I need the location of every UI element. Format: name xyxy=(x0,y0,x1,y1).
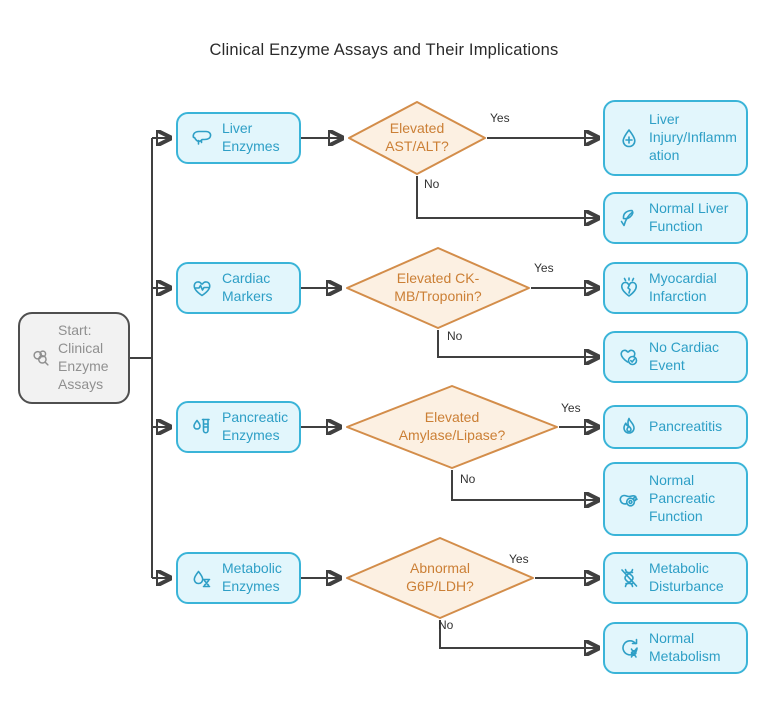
result-label: Myocardial Infarction xyxy=(649,270,717,304)
refresh-dna-icon xyxy=(617,636,641,660)
diamond-shape xyxy=(346,385,558,469)
edge-label-yes: Yes xyxy=(561,401,581,415)
flame-icon xyxy=(617,415,641,439)
heart-pulse-icon xyxy=(190,276,214,300)
node-myocardial-infarction: Myocardial Infarction xyxy=(603,262,748,314)
edge-cardiac-no xyxy=(437,330,598,357)
decision-pancreatic: Elevated Amylase/Lipase? xyxy=(345,384,559,470)
diamond-shape xyxy=(346,537,534,619)
decision-label: Elevated CK-MB/Troponin? xyxy=(394,270,482,304)
node-normal-metabolism: Normal Metabolism xyxy=(603,622,748,674)
leaf-check-icon xyxy=(617,206,641,230)
decision-label: Elevated Amylase/Lipase? xyxy=(398,409,506,443)
decision-label: Elevated AST/ALT? xyxy=(385,120,449,154)
node-start: Start: Clinical Enzyme Assays xyxy=(18,312,130,404)
node-metabolic-disturbance: Metabolic Disturbance xyxy=(603,552,748,604)
result-label: Normal Pancreatic Function xyxy=(649,472,716,524)
node-liver-enzymes: Liver Enzymes xyxy=(176,112,301,164)
edge-label-no: No xyxy=(424,177,440,191)
edge-label-no: No xyxy=(438,618,454,632)
result-label: Normal Liver Function xyxy=(649,200,729,234)
edge-label-no: No xyxy=(447,329,463,343)
heart-cracked-icon xyxy=(617,276,641,300)
page-title: Clinical Enzyme Assays and Their Implica… xyxy=(209,41,559,59)
heart-check-icon xyxy=(617,345,641,369)
node-liver-injury: Liver Injury/Inflammation xyxy=(603,100,748,176)
liver-icon xyxy=(190,126,214,150)
edge-label-yes: Yes xyxy=(534,261,554,275)
node-no-cardiac-event: No Cardiac Event xyxy=(603,331,748,383)
diamond-shape xyxy=(346,247,530,329)
decision-liver: Elevated AST/ALT? xyxy=(347,100,487,176)
edge-liver-no xyxy=(416,176,598,218)
result-label: Liver Injury/Inflammation xyxy=(649,111,737,163)
edge-pancreatic-no xyxy=(451,470,598,500)
node-cardiac-markers: Cardiac Markers xyxy=(176,262,301,314)
decision-cardiac: Elevated CK-MB/Troponin? xyxy=(345,246,531,330)
droplet-cross-icon xyxy=(617,126,641,150)
edge-label-yes: Yes xyxy=(490,111,510,125)
node-normal-pancreatic-function: Normal Pancreatic Function xyxy=(603,462,748,536)
edge-label-yes: Yes xyxy=(509,552,529,566)
category-label: Pancreatic Enzymes xyxy=(222,409,289,443)
search-molecules-icon xyxy=(30,347,52,369)
category-label: Metabolic Enzymes xyxy=(222,560,282,594)
result-label: Pancreatitis xyxy=(649,418,723,435)
decision-label: Abnormal G6P/LDH? xyxy=(406,560,474,594)
node-pancreatitis: Pancreatitis xyxy=(603,405,748,449)
edge-label-no: No xyxy=(460,472,476,486)
node-normal-liver-function: Normal Liver Function xyxy=(603,192,748,244)
dna-slash-icon xyxy=(617,566,641,590)
category-label: Cardiac Markers xyxy=(222,270,273,304)
droplet-testtube-icon xyxy=(190,415,214,439)
node-metabolic-enzymes: Metabolic Enzymes xyxy=(176,552,301,604)
node-pancreatic-enzymes: Pancreatic Enzymes xyxy=(176,401,301,453)
droplet-hourglass-icon xyxy=(190,566,214,590)
start-label: Start: Clinical Enzyme Assays xyxy=(58,322,109,392)
result-label: Metabolic Disturbance xyxy=(649,560,724,594)
diamond-shape xyxy=(348,101,486,175)
category-label: Liver Enzymes xyxy=(222,120,280,154)
edge-metabolic-no xyxy=(439,620,598,648)
result-label: No Cardiac Event xyxy=(649,339,720,373)
result-label: Normal Metabolism xyxy=(649,630,721,664)
decision-metabolic: Abnormal G6P/LDH? xyxy=(345,536,535,620)
pancreas-icon xyxy=(617,487,641,511)
